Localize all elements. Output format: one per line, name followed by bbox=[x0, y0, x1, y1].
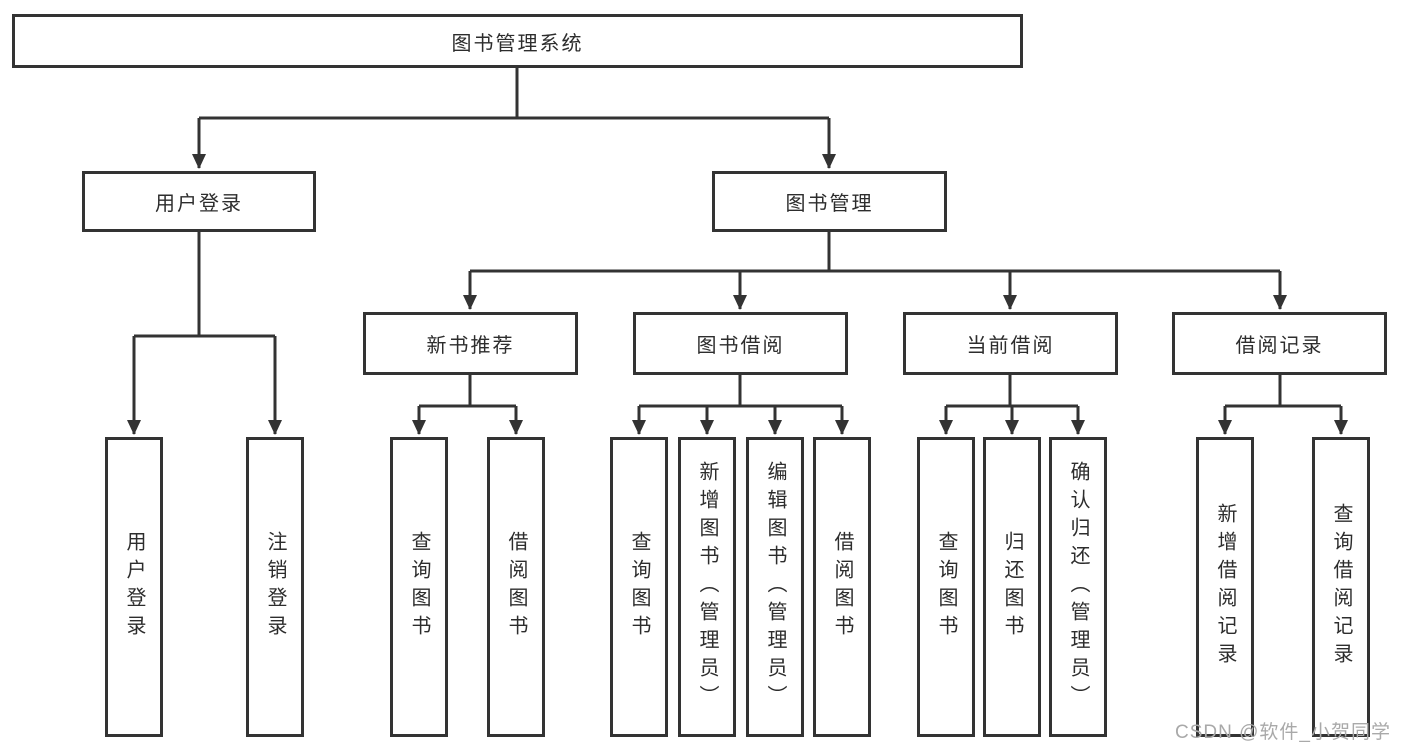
node-borrow-books-borrowing: 借阅图书 bbox=[813, 437, 871, 737]
node-query-books-current: 查询图书 bbox=[917, 437, 975, 737]
node-borrowing-records: 借阅记录 bbox=[1172, 312, 1387, 375]
node-label: 借阅图书 bbox=[505, 531, 527, 643]
node-borrow-books-recommend: 借阅图书 bbox=[487, 437, 545, 737]
node-user-login-leaf: 用户登录 bbox=[105, 437, 163, 737]
node-label: 归还图书 bbox=[1001, 531, 1023, 643]
node-label: 查询图书 bbox=[628, 531, 650, 643]
node-label: 用户登录 bbox=[123, 531, 145, 643]
node-label: 新增借阅记录 bbox=[1214, 503, 1236, 671]
node-label: 新增图书（管理员） bbox=[696, 461, 718, 713]
node-label: 借阅记录 bbox=[1235, 335, 1324, 357]
node-return-book: 归还图书 bbox=[983, 437, 1041, 737]
node-book-management: 图书管理 bbox=[712, 171, 947, 232]
node-label: 图书管理系统 bbox=[451, 32, 584, 55]
node-user-login: 用户登录 bbox=[82, 171, 316, 232]
node-edit-book-admin: 编辑图书（管理员） bbox=[746, 437, 804, 737]
node-label: 当前借阅 bbox=[966, 335, 1055, 357]
node-current-borrowing: 当前借阅 bbox=[903, 312, 1118, 375]
node-label: 查询图书 bbox=[935, 531, 957, 643]
node-query-books-borrowing: 查询图书 bbox=[610, 437, 668, 737]
node-root: 图书管理系统 bbox=[12, 14, 1023, 68]
node-add-book-admin: 新增图书（管理员） bbox=[678, 437, 736, 737]
node-label: 注销登录 bbox=[264, 531, 286, 643]
node-label: 查询借阅记录 bbox=[1330, 503, 1352, 671]
node-confirm-return-admin: 确认归还（管理员） bbox=[1049, 437, 1107, 737]
node-new-book-recommend: 新书推荐 bbox=[363, 312, 578, 375]
node-label: 新书推荐 bbox=[426, 335, 515, 357]
node-query-borrow-record: 查询借阅记录 bbox=[1312, 437, 1370, 737]
watermark: CSDN @软件_小贺同学 bbox=[1175, 722, 1391, 743]
node-label: 编辑图书（管理员） bbox=[764, 461, 786, 713]
node-book-borrowing: 图书借阅 bbox=[633, 312, 848, 375]
node-logout: 注销登录 bbox=[246, 437, 304, 737]
node-add-borrow-record: 新增借阅记录 bbox=[1196, 437, 1254, 737]
node-label: 图书借阅 bbox=[696, 335, 785, 357]
node-label: 确认归还（管理员） bbox=[1067, 461, 1089, 713]
node-label: 图书管理 bbox=[785, 193, 874, 215]
node-query-books-recommend: 查询图书 bbox=[390, 437, 448, 737]
node-label: 查询图书 bbox=[408, 531, 430, 643]
node-label: 借阅图书 bbox=[831, 531, 853, 643]
node-label: 用户登录 bbox=[155, 193, 243, 215]
